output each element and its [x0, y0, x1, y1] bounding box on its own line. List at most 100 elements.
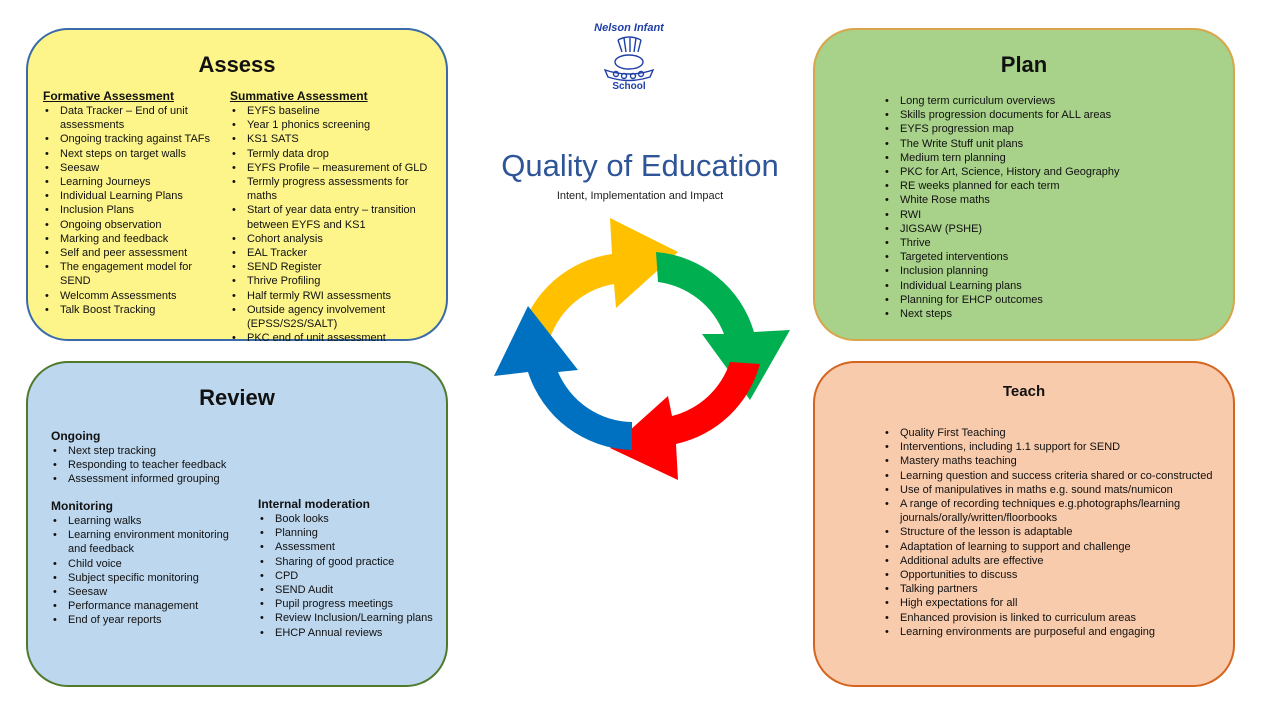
list-item: Ongoing observation [43, 218, 223, 232]
list-item: Planning [258, 526, 443, 540]
review-title: Review [199, 385, 275, 410]
formative-heading: Formative Assessment [43, 89, 174, 103]
list-item: EHCP Annual reviews [258, 626, 443, 640]
list-item: Skills progression documents for ALL are… [883, 108, 1203, 122]
list-item: PKC end of unit assessment [230, 331, 435, 345]
list-item: Child voice [51, 557, 236, 571]
list-item: Review Inclusion/Learning plans [258, 611, 443, 625]
logo-top-text: Nelson Infant [594, 22, 664, 34]
list-item: Inclusion Plans [43, 203, 223, 217]
list-item: Adaptation of learning to support and ch… [883, 540, 1223, 554]
list-item: Long term curriculum overviews [883, 94, 1203, 108]
list-item: Targeted interventions [883, 250, 1203, 264]
quality-of-education-title: Quality of Education [501, 148, 779, 183]
cycle-arrows [494, 218, 790, 480]
ongoing-list: Next step trackingResponding to teacher … [51, 444, 251, 487]
list-item: Thrive Profiling [230, 274, 435, 288]
quality-of-education-subtitle: Intent, Implementation and Impact [556, 190, 724, 202]
list-item: Talking partners [883, 582, 1223, 596]
list-item: EYFS progression map [883, 122, 1203, 136]
list-item: Planning for EHCP outcomes [883, 293, 1203, 307]
green-arrow-icon [656, 252, 790, 400]
list-item: Next steps [883, 307, 1203, 321]
list-item: Quality First Teaching [883, 426, 1223, 440]
list-item: Inclusion planning [883, 264, 1203, 278]
list-item: Outside agency involvement (EPSS/S2S/SAL… [230, 303, 435, 331]
list-item: Mastery maths teaching [883, 454, 1223, 468]
list-item: Learning Journeys [43, 175, 223, 189]
school-crest-icon [603, 36, 655, 82]
monitoring-list: Learning walksLearning environment monit… [51, 514, 236, 628]
list-item: The engagement model for SEND [43, 260, 223, 288]
moderation-list: Book looksPlanningAssessmentSharing of g… [258, 512, 443, 640]
list-item: Pupil progress meetings [258, 597, 443, 611]
list-item: PKC for Art, Science, History and Geogra… [883, 165, 1203, 179]
plan-title: Plan [1000, 52, 1048, 77]
list-item: Ongoing tracking against TAFs [43, 132, 223, 146]
list-item: Performance management [51, 599, 236, 613]
list-item: EYFS baseline [230, 104, 435, 118]
list-item: CPD [258, 569, 443, 583]
summative-list: EYFS baselineYear 1 phonics screeningKS1… [230, 104, 435, 346]
teach-list: Quality First TeachingInterventions, inc… [883, 426, 1223, 639]
list-item: Subject specific monitoring [51, 571, 236, 585]
list-item: Termly data drop [230, 147, 435, 161]
moderation-heading: Internal moderation [258, 497, 371, 511]
ongoing-heading: Ongoing [51, 429, 101, 443]
list-item: The Write Stuff unit plans [883, 137, 1203, 151]
list-item: RWI [883, 208, 1203, 222]
list-item: Assessment [258, 540, 443, 554]
list-item: Learning walks [51, 514, 236, 528]
list-item: JIGSAW (PSHE) [883, 222, 1203, 236]
formative-list: Data Tracker – End of unit assessmentsOn… [43, 104, 223, 317]
list-item: Sharing of good practice [258, 555, 443, 569]
list-item: SEND Audit [258, 583, 443, 597]
list-item: Book looks [258, 512, 443, 526]
list-item: Structure of the lesson is adaptable [883, 525, 1223, 539]
list-item: Individual Learning plans [883, 279, 1203, 293]
list-item: Data Tracker – End of unit assessments [43, 104, 223, 132]
yellow-arrow-icon [520, 218, 678, 338]
list-item: Start of year data entry – transition be… [230, 203, 435, 231]
plan-panel: Plan Long term curriculum overviewsSkill… [813, 28, 1235, 341]
list-item: A range of recording techniques e.g.phot… [883, 497, 1223, 525]
teach-title: Teach [1002, 383, 1046, 400]
list-item: High expectations for all [883, 596, 1223, 610]
list-item: End of year reports [51, 613, 236, 627]
blue-arrow-icon [494, 306, 632, 450]
logo-bottom-text: School [612, 81, 646, 92]
list-item: Individual Learning Plans [43, 189, 223, 203]
list-item: Use of manipulatives in maths e.g. sound… [883, 483, 1223, 497]
list-item: EAL Tracker [230, 246, 435, 260]
list-item: Seesaw [51, 585, 236, 599]
red-arrow-icon [610, 362, 760, 480]
list-item: Learning environment monitoring and feed… [51, 528, 236, 556]
list-item: Termly progress assessments for maths [230, 175, 435, 203]
list-item: Enhanced provision is linked to curricul… [883, 611, 1223, 625]
list-item: KS1 SATS [230, 132, 435, 146]
school-logo: Nelson Infant School [578, 22, 680, 92]
assess-panel: Assess Formative Assessment Data Tracker… [26, 28, 448, 346]
list-item: Cohort analysis [230, 232, 435, 246]
assess-title: Assess [198, 52, 276, 77]
list-item: Talk Boost Tracking [43, 303, 223, 317]
summative-heading: Summative Assessment [230, 89, 368, 103]
list-item: Learning environments are purposeful and… [883, 625, 1223, 639]
plan-list: Long term curriculum overviewsSkills pro… [883, 94, 1203, 321]
list-item: Next step tracking [51, 444, 251, 458]
list-item: Additional adults are effective [883, 554, 1223, 568]
list-item: Responding to teacher feedback [51, 458, 251, 472]
list-item: Self and peer assessment [43, 246, 223, 260]
list-item: EYFS Profile – measurement of GLD [230, 161, 435, 175]
list-item: SEND Register [230, 260, 435, 274]
list-item: Opportunities to discuss [883, 568, 1223, 582]
list-item: Learning question and success criteria s… [883, 469, 1223, 483]
list-item: Half termly RWI assessments [230, 289, 435, 303]
list-item: Year 1 phonics screening [230, 118, 435, 132]
list-item: RE weeks planned for each term [883, 179, 1203, 193]
list-item: Next steps on target walls [43, 147, 223, 161]
list-item: Seesaw [43, 161, 223, 175]
list-item: Thrive [883, 236, 1203, 250]
list-item: White Rose maths [883, 193, 1203, 207]
list-item: Assessment informed grouping [51, 472, 251, 486]
